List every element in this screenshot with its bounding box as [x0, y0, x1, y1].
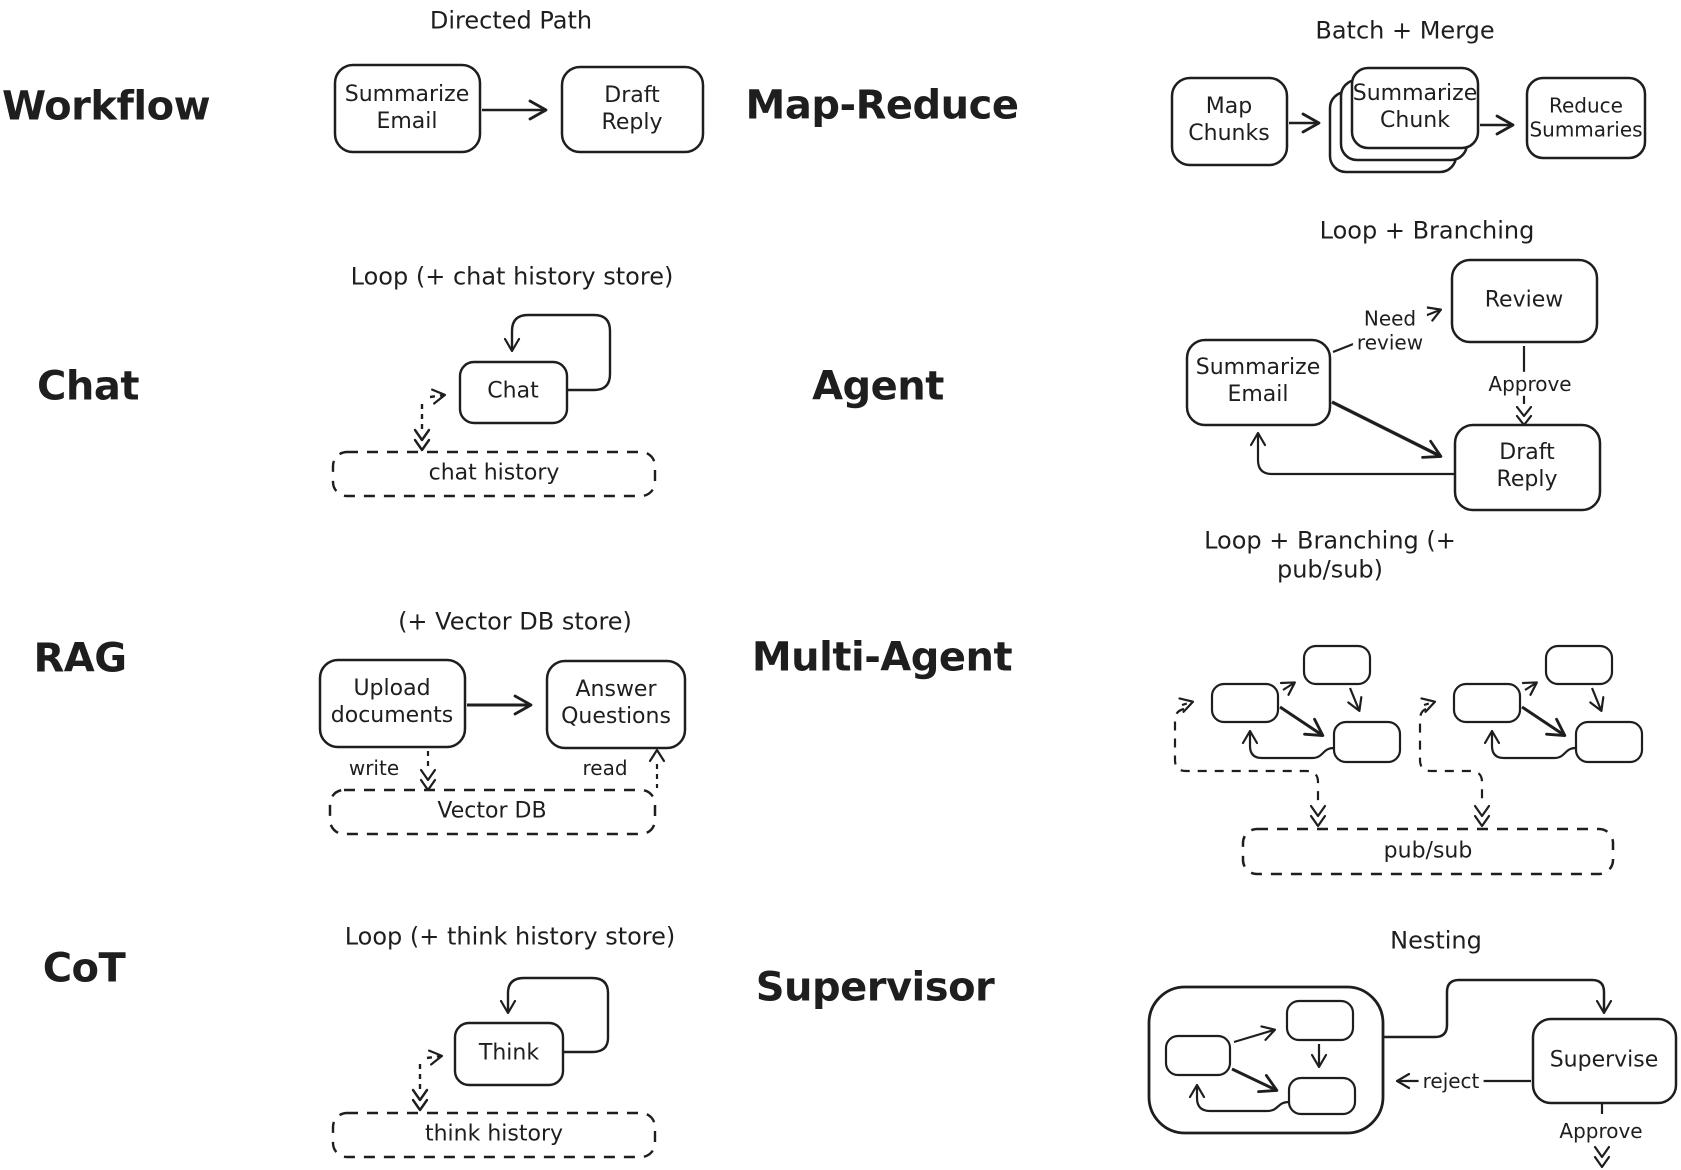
chat-box: [458, 360, 569, 425]
chat-history-write-arrowhead: [413, 428, 431, 452]
cluster2-pubsub-line: [1418, 707, 1484, 802]
cluster2-pubsub-entry-arrow: [1420, 697, 1437, 713]
supervise-approve-arrowhead: [1593, 1145, 1611, 1169]
cluster1-pubsub-arrowhead: [1309, 804, 1327, 828]
cluster1-top-to-bottom-arrow: [1347, 687, 1363, 713]
multi-agent-cluster-2: [1418, 644, 1644, 828]
cluster1-pubsub-entry-arrow: [1178, 697, 1195, 713]
supervise-box: [1531, 1017, 1678, 1105]
workflow-summarize-email-box: [333, 63, 482, 154]
cluster2-left-box: [1452, 682, 1522, 724]
rag-answer-questions-box: [545, 659, 687, 750]
workflow-draft-reply-box: [560, 65, 705, 154]
chat-self-loop: [503, 313, 612, 392]
nested-loopback-arrow: [1188, 1083, 1290, 1113]
cluster1-left-box: [1210, 682, 1280, 724]
workflow-diagram: [333, 63, 705, 154]
supervisor-diagram: [1147, 978, 1678, 1169]
rag-upload-documents-box: [318, 658, 467, 749]
map-reduce-diagram: [1170, 66, 1647, 174]
cluster2-left-to-bottom-arrow: [1521, 705, 1567, 737]
nested-bottom-box: [1287, 1076, 1357, 1116]
container-to-supervise-arrow: [1383, 978, 1613, 1039]
pub-sub-store-box: [1241, 827, 1615, 876]
cot-diagram: [331, 976, 657, 1159]
think-self-loop: [499, 976, 610, 1054]
cluster2-bottom-box: [1574, 720, 1644, 764]
cluster2-pubsub-arrowhead: [1473, 804, 1491, 828]
cluster1-left-to-top-arrow: [1279, 681, 1296, 696]
rag-diagram: [318, 658, 687, 836]
cluster2-left-to-top-arrow: [1521, 681, 1538, 696]
multi-agent-cluster-1: [1173, 644, 1402, 828]
cluster1-loopback-arrow: [1241, 729, 1335, 760]
nested-left-to-top-arrow: [1233, 1025, 1277, 1044]
map-chunks-box: [1170, 76, 1289, 167]
agent-approve-arrowhead: [1515, 405, 1533, 427]
summarize-chunk-box: [1350, 66, 1480, 150]
think-history-store-box: [331, 1111, 657, 1159]
nested-left-to-bottom-arrow: [1231, 1067, 1279, 1094]
agent-summarize-email-box: [1185, 338, 1332, 427]
cluster1-pubsub-line: [1173, 707, 1320, 802]
nested-left-box: [1164, 1034, 1232, 1077]
cluster2-top-to-bottom-arrow: [1589, 687, 1605, 713]
chat-history-read-arrow: [429, 388, 447, 405]
agent-draft-reply-box: [1453, 423, 1602, 512]
rag-vector-db-box: [328, 788, 657, 836]
think-box: [453, 1021, 565, 1087]
think-history-read-arrow: [426, 1049, 444, 1066]
chat-history-store-box: [331, 450, 657, 498]
cluster1-left-to-bottom-arrow: [1279, 705, 1325, 737]
agent-need-review-arrow: [1332, 306, 1443, 354]
agent-review-box: [1450, 258, 1599, 344]
rag-read-arrowhead: [648, 748, 666, 763]
nested-top-box: [1285, 999, 1355, 1042]
multi-agent-diagram: [1173, 644, 1644, 876]
agent-loopback-arrow: [1249, 431, 1455, 476]
cluster2-loopback-arrow: [1483, 729, 1577, 760]
cluster1-top-box: [1302, 644, 1372, 686]
think-history-write-arrowhead: [411, 1088, 429, 1112]
agent-diagram: [1185, 258, 1602, 512]
chat-diagram: [331, 313, 657, 498]
agent-draft-arrow: [1331, 400, 1443, 459]
cluster2-top-box: [1544, 644, 1614, 686]
cluster1-bottom-box: [1332, 720, 1402, 764]
rag-write-arrowhead: [419, 768, 437, 792]
reduce-summaries-box: [1525, 76, 1647, 160]
